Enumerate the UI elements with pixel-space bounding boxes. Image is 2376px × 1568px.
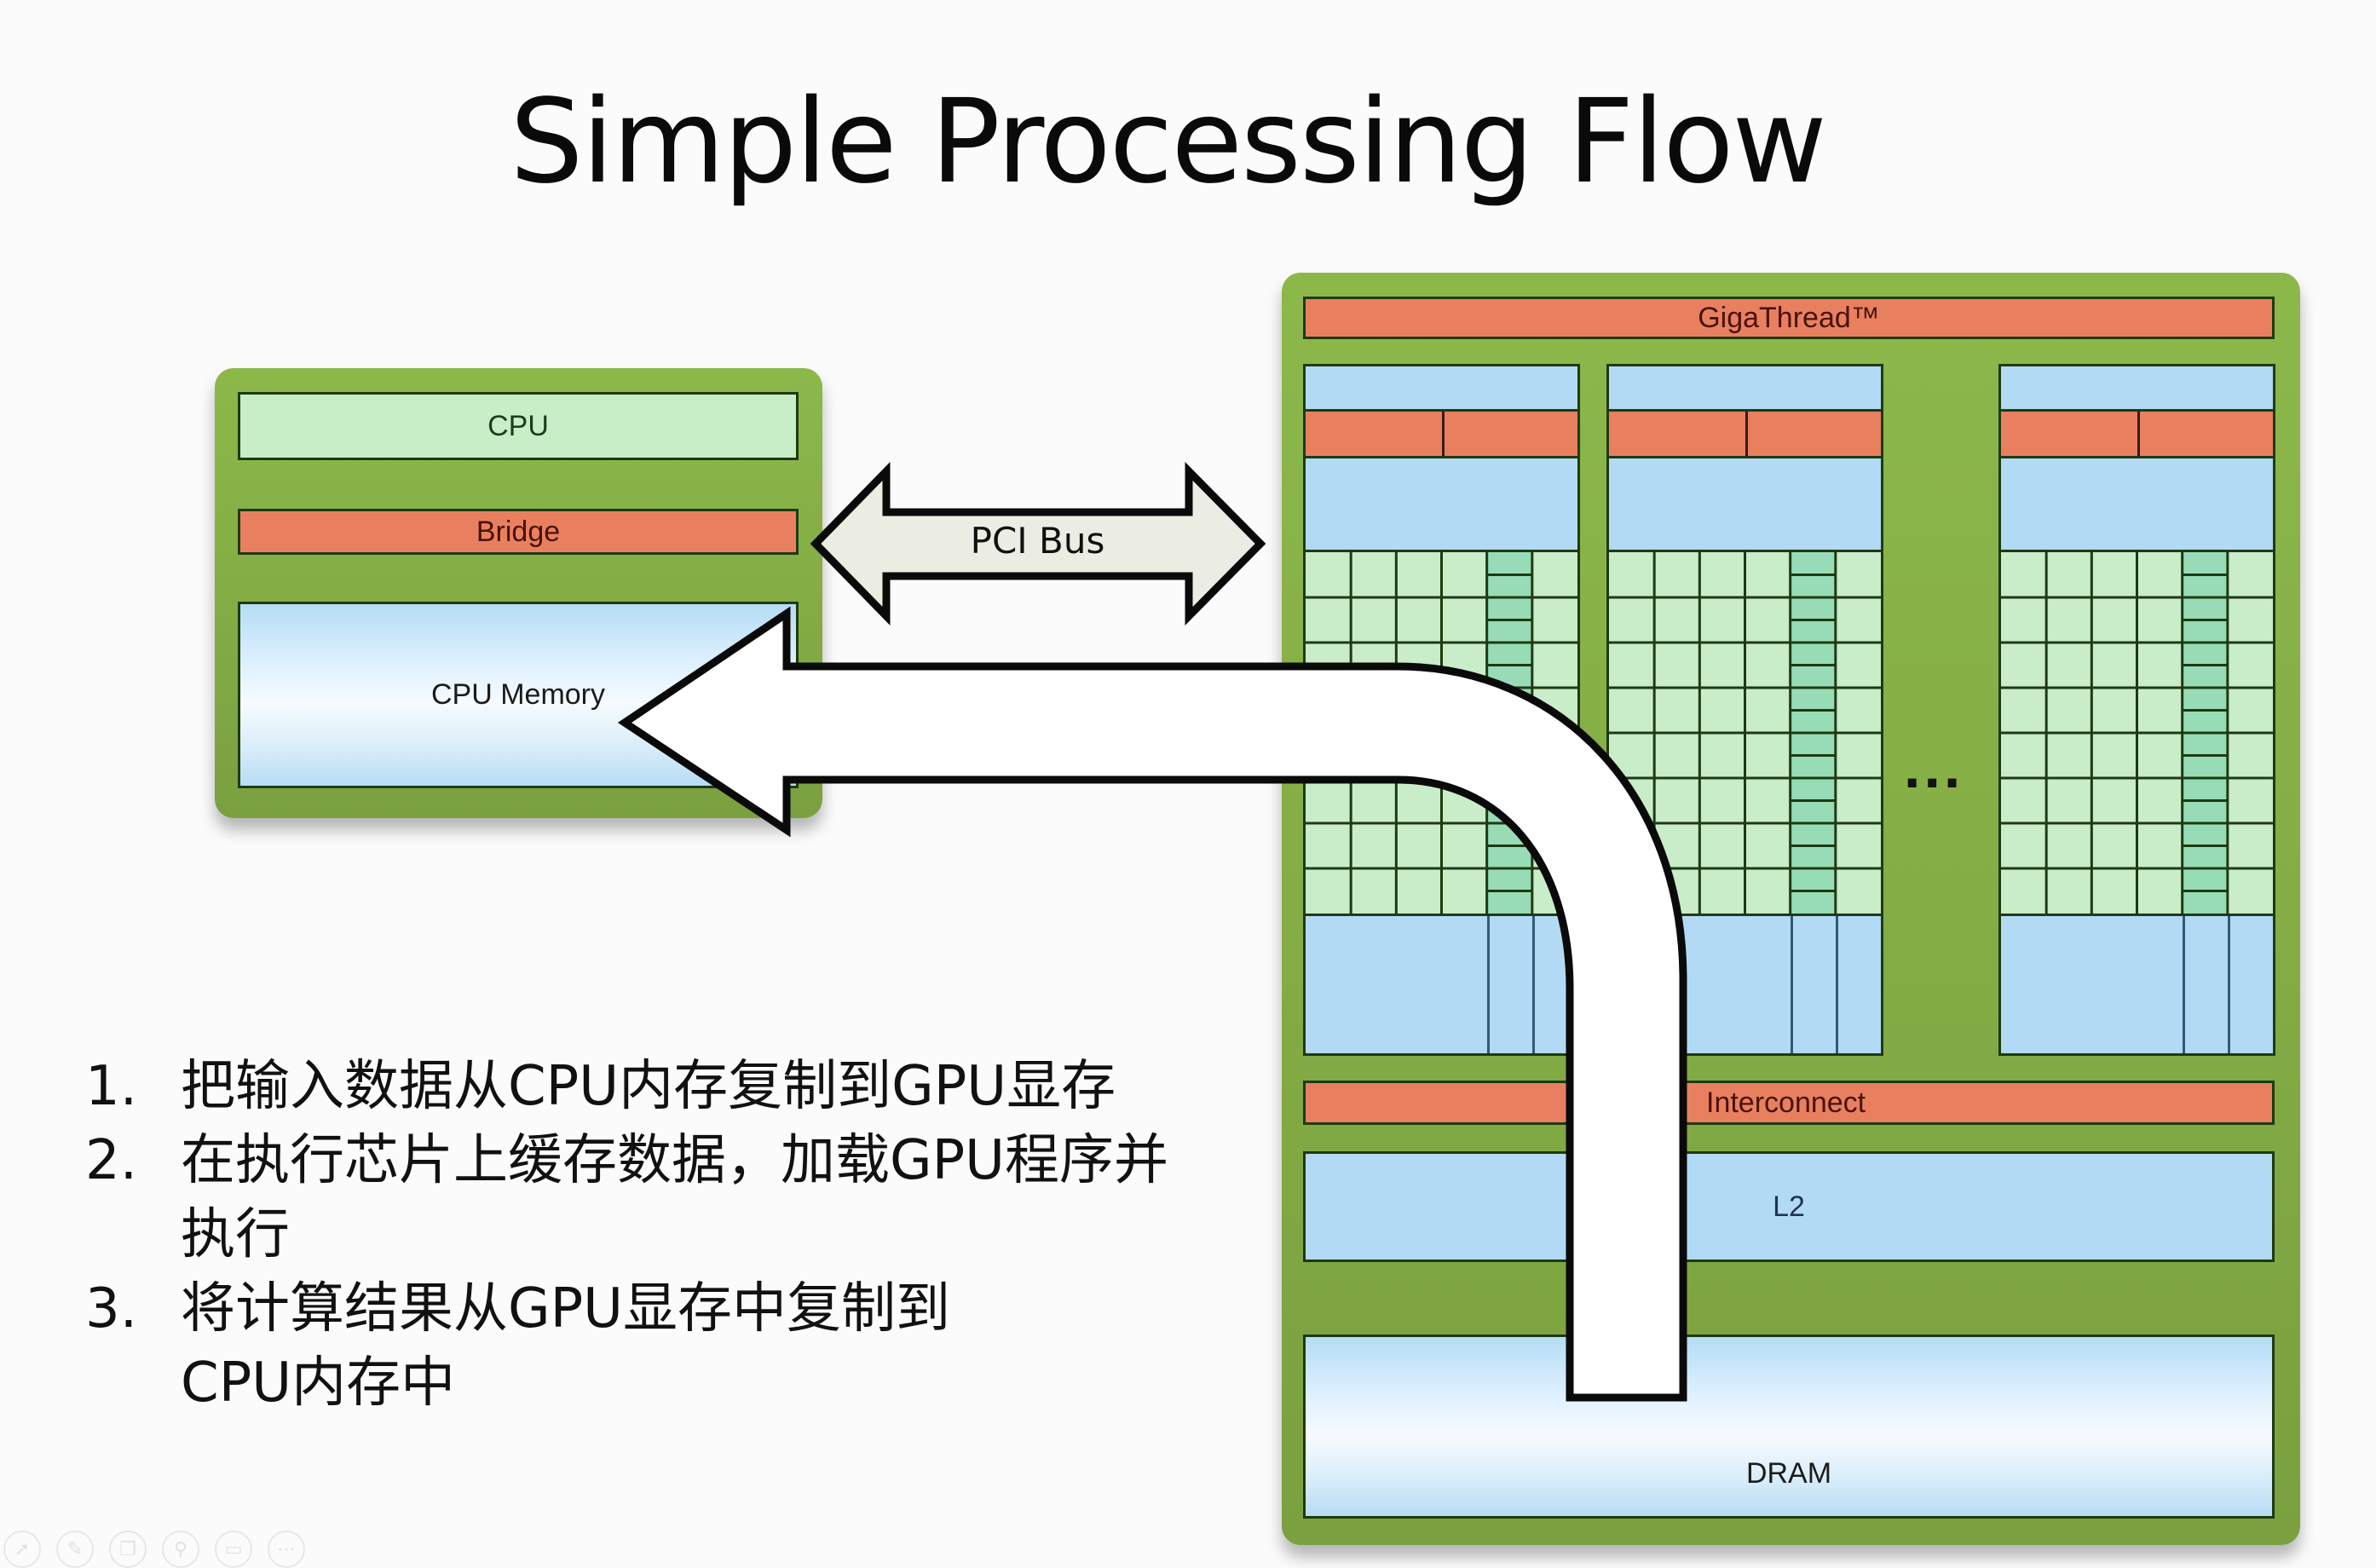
cache-divider xyxy=(1790,916,1793,1053)
arrow-icon[interactable]: ➚ xyxy=(3,1531,41,1568)
step-item: 2. 在执行芯片上缓存数据，加载GPU程序并执行 xyxy=(85,1124,1186,1272)
step-number: 1. xyxy=(85,1055,138,1118)
interconnect-label: Interconnect xyxy=(1706,1086,1866,1119)
l2-cache-block: L2 xyxy=(1303,1151,2275,1262)
bridge-block: Bridge xyxy=(238,509,799,555)
streaming-multiprocessor xyxy=(1998,364,2275,1056)
scheduler-divider xyxy=(1441,412,1445,456)
step-number: 2. xyxy=(85,1129,138,1192)
warp-scheduler-row xyxy=(1609,409,1881,458)
step-item: 3. 将计算结果从GPU显存中复制到CPU内存中 xyxy=(85,1272,1186,1421)
step-text: 在执行芯片上缓存数据，加载GPU程序并执行 xyxy=(181,1129,1169,1266)
cpu-block: CPU xyxy=(238,392,799,460)
pci-bus-label: PCI Bus xyxy=(970,520,1105,562)
slideshow-toolbar: ➚ ✎ ❐ ⚲ ▭ ⋯ xyxy=(3,1531,305,1568)
scheduler-divider xyxy=(1745,412,1748,456)
more-sms-ellipsis: ... xyxy=(1904,734,1964,800)
dram-label: DRAM xyxy=(1745,1456,1832,1490)
cache-divider xyxy=(2227,916,2230,1053)
warp-scheduler-row xyxy=(1306,409,1577,458)
core-grid xyxy=(2001,550,2273,916)
more-icon[interactable]: ⋯ xyxy=(268,1531,305,1568)
dram-block: DRAM xyxy=(1303,1335,2275,1519)
step-number: 3. xyxy=(85,1277,138,1340)
sm-cache-area xyxy=(1609,916,1881,1053)
sm-cache-area xyxy=(2001,916,2273,1053)
l2-label: L2 xyxy=(1773,1190,1805,1223)
pen-icon[interactable]: ✎ xyxy=(56,1531,94,1568)
cache-divider xyxy=(1486,916,1490,1053)
warp-scheduler-row xyxy=(2001,409,2273,458)
slide-title: Simple Processing Flow xyxy=(510,75,1827,210)
zoom-icon[interactable]: ⚲ xyxy=(162,1531,199,1568)
cache-divider xyxy=(1531,916,1535,1053)
step-item: 1. 把输入数据从CPU内存复制到GPU显存 xyxy=(85,1050,1186,1124)
step-text: 把输入数据从CPU内存复制到GPU显存 xyxy=(181,1055,1116,1118)
copy-back-arrow xyxy=(617,606,1687,1402)
copy-icon[interactable]: ❐ xyxy=(109,1531,147,1568)
scheduler-divider xyxy=(2137,412,2140,456)
interconnect-block: Interconnect xyxy=(1303,1081,2275,1125)
step-text: 将计算结果从GPU显存中复制到CPU内存中 xyxy=(181,1277,951,1415)
slide-icon[interactable]: ▭ xyxy=(215,1531,252,1568)
pci-bus-arrow xyxy=(810,461,1266,626)
steps-list: 1. 把输入数据从CPU内存复制到GPU显存 2. 在执行芯片上缓存数据，加载G… xyxy=(85,1050,1186,1421)
gigathread-block: GigaThread™ xyxy=(1303,297,2275,339)
cache-divider xyxy=(2182,916,2185,1053)
sm-cache-area xyxy=(1306,916,1577,1053)
cache-divider xyxy=(1835,916,1838,1053)
